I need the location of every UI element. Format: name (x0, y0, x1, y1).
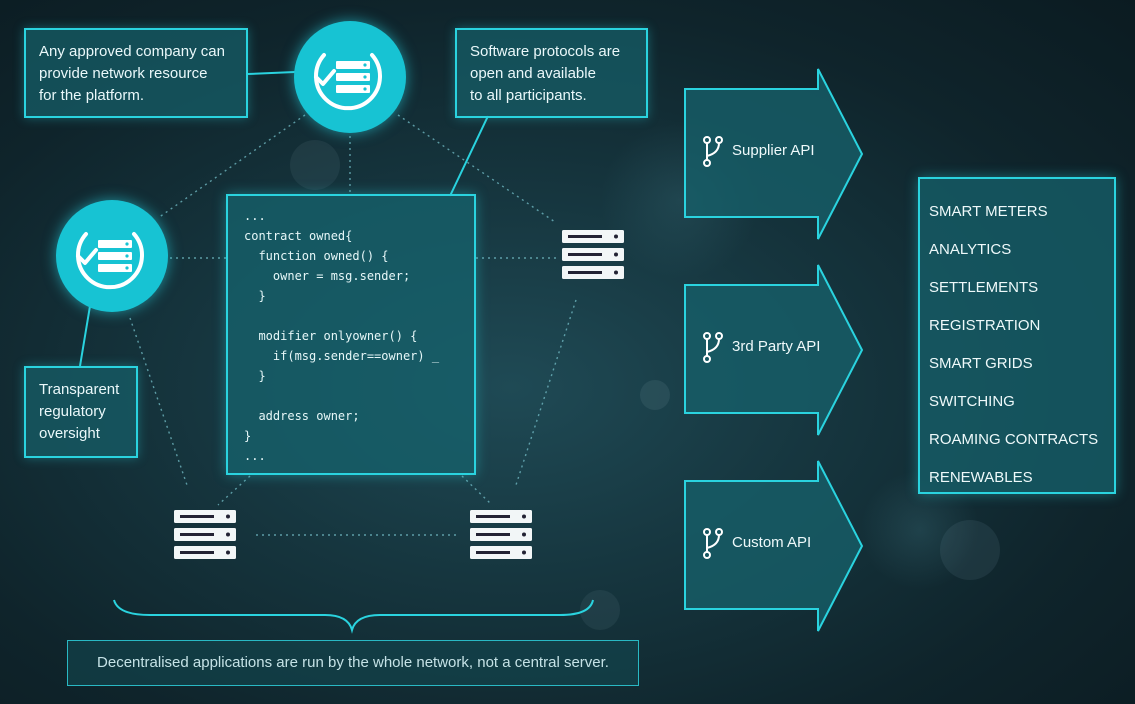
code-line: } (244, 369, 266, 383)
service-item: SETTLEMENTS (929, 279, 1039, 296)
code-line: ... (244, 209, 266, 223)
fork-icon (703, 528, 723, 559)
callout-regulatory-oversight: Transparent regulatory oversight (24, 366, 138, 458)
callout-line: regulatory (39, 403, 106, 420)
fork-icon (703, 332, 723, 363)
api-label: Custom API (732, 534, 812, 551)
code-line: contract owned{ (244, 229, 353, 243)
code-line: address owner; (244, 409, 360, 423)
api-label: Supplier API (732, 142, 815, 159)
code-line (244, 386, 474, 406)
api-label: 3rd Party API (732, 338, 821, 355)
network-node-left (56, 200, 168, 312)
service-item: SMART GRIDS (929, 355, 1033, 372)
fork-icon (703, 136, 723, 167)
server-stack-icon (562, 230, 624, 279)
code-line: function owned() { (244, 249, 389, 263)
code-line: modifier onlyowner() { (244, 329, 418, 343)
network-node-top (294, 21, 406, 133)
callout-line: for the platform. (39, 87, 145, 104)
callout-line: Any approved company can (39, 43, 225, 60)
callout-line: Software protocols are (470, 43, 621, 60)
code-line: } (244, 429, 252, 443)
callout-line: provide network resource (39, 65, 208, 82)
callout-line: oversight (39, 425, 100, 442)
smart-contract-code: ... contract owned{ function owned() { o… (226, 194, 476, 475)
api-arrow-custom: Custom API (684, 460, 864, 632)
services-list: SMART METERS ANALYTICS SETTLEMENTS REGIS… (918, 177, 1116, 494)
api-arrow-supplier: Supplier API (684, 68, 864, 240)
callout-line: Transparent (39, 381, 120, 398)
code-line: ... (244, 449, 266, 463)
service-item: REGISTRATION (929, 317, 1041, 334)
service-item: ANALYTICS (929, 241, 1012, 258)
code-line: } (244, 289, 266, 303)
callout-approved-company: Any approved company can provide network… (24, 28, 248, 118)
code-line (244, 306, 474, 326)
footer-caption: Decentralised applications are run by th… (67, 640, 639, 686)
server-stack-icon (174, 510, 236, 559)
callout-open-protocols: Software protocols are open and availabl… (455, 28, 648, 118)
checklist-server-icon (76, 232, 144, 290)
service-item: SMART METERS (929, 203, 1048, 220)
checklist-server-icon (314, 53, 382, 111)
service-item: ROAMING CONTRACTS (929, 431, 1099, 448)
callout-line: to all participants. (470, 87, 587, 104)
service-item: SWITCHING (929, 393, 1015, 410)
service-item: RENEWABLES (929, 469, 1033, 486)
code-line: owner = msg.sender; (244, 269, 411, 283)
api-arrow-3rd-party: 3rd Party API (684, 264, 864, 436)
callout-line: open and available (470, 65, 596, 82)
code-line: if(msg.sender==owner) _ (244, 349, 440, 363)
server-stack-icon (470, 510, 532, 559)
